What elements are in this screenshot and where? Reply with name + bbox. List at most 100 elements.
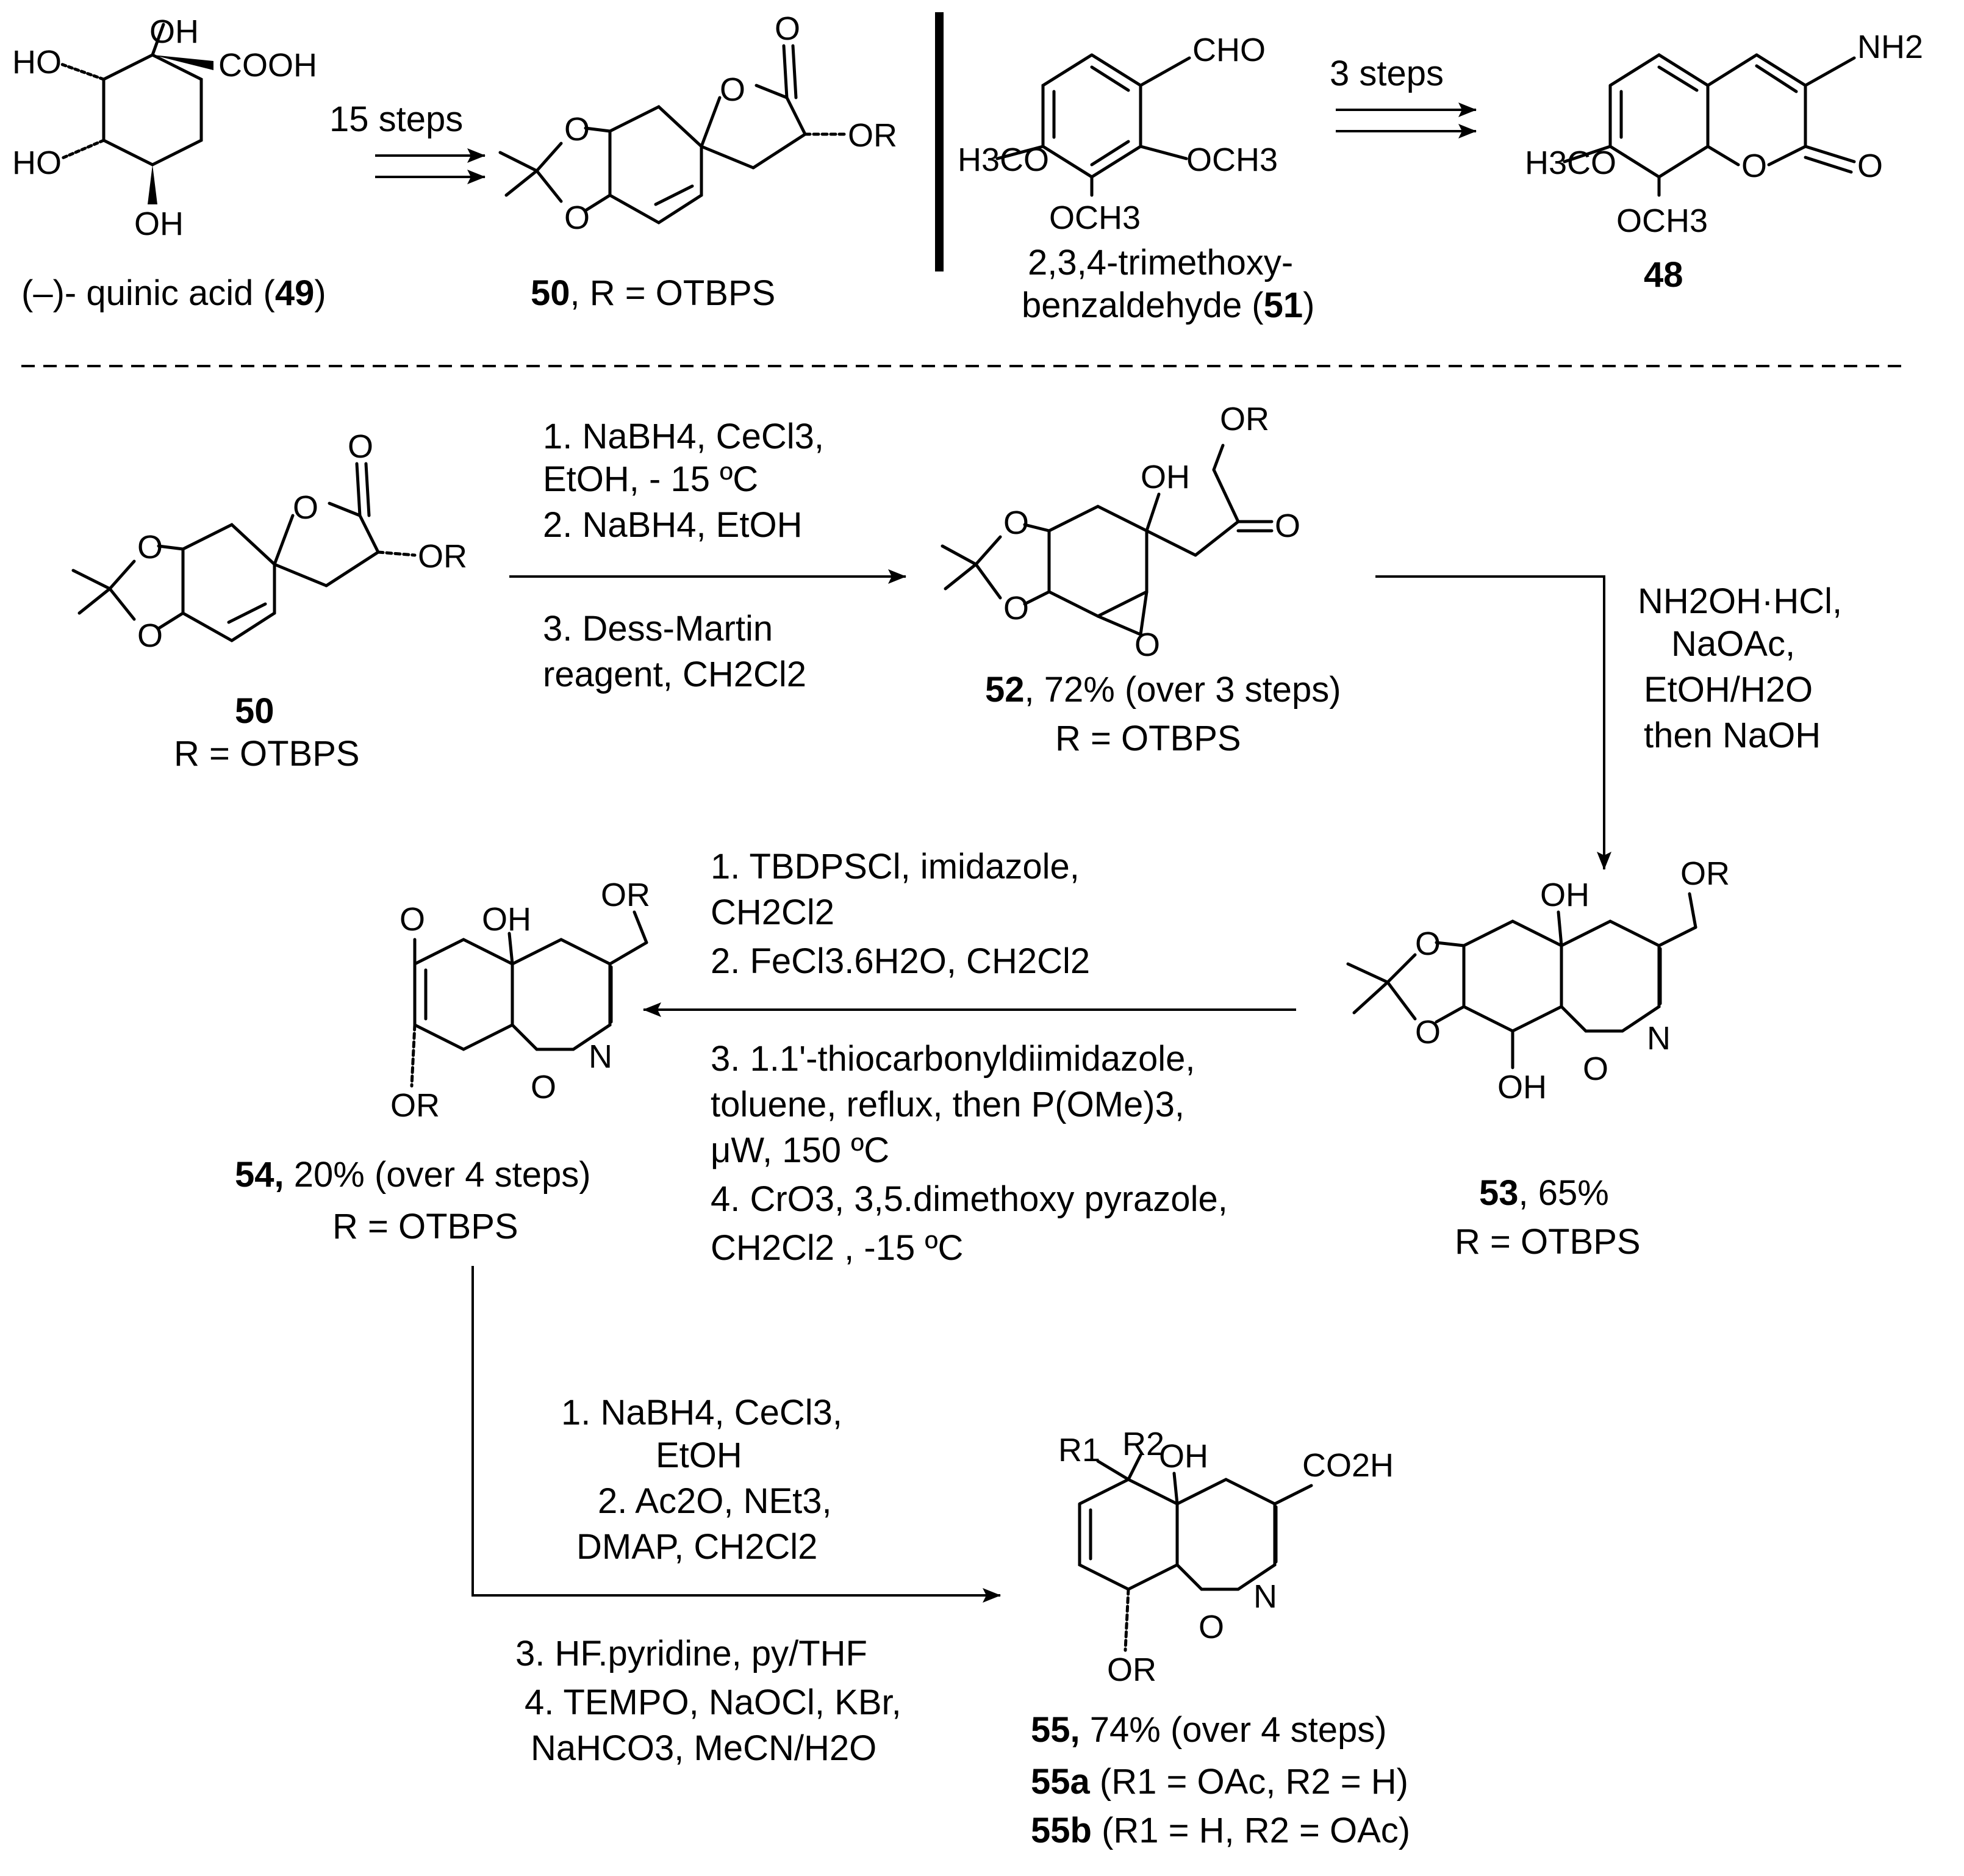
cond-52-line5: reagent, CH2Cl2 xyxy=(543,655,806,694)
compound-55a-label: 55a (R1 = OAc, R2 = H) xyxy=(1031,1762,1408,1802)
c53-atom-or: OR xyxy=(1680,855,1730,892)
compound-55b-label: 55b (R1 = H, R2 = OAc) xyxy=(1031,1811,1410,1850)
compound-48-structure: NH2 H3CO O O OCH3 xyxy=(1525,29,1923,239)
ald-atom-h3co: H3CO xyxy=(958,142,1049,178)
compound-54-label: 54, 20% (over 4 steps) xyxy=(235,1155,591,1195)
compound-53-label: 53, 65% xyxy=(1479,1173,1609,1213)
cond-54-line8: CH2Cl2 , -15 ºC xyxy=(711,1228,963,1268)
cond-52-line1: 1. NaBH4, CeCl3, xyxy=(543,417,824,456)
compound-54-r-label: R = OTBPS xyxy=(332,1207,518,1246)
cond-53-line1: NH2OH·HCl, xyxy=(1638,581,1842,621)
quinic-atom-oh1: OH xyxy=(149,13,199,50)
c54-atom-or-bottom: OR xyxy=(390,1087,440,1124)
cond-52-line3: 2. NaBH4, EtOH xyxy=(543,505,802,545)
step-label-3: 3 steps xyxy=(1330,54,1444,93)
c50top-atom-o4: O xyxy=(564,199,590,236)
aldehyde-name-line1: 2,3,4-trimethoxy- xyxy=(1028,243,1293,282)
c50-atom-o4: O xyxy=(137,617,163,654)
compound-52-r-label: R = OTBPS xyxy=(1055,719,1241,758)
c52-atom-o-epoxide: O xyxy=(1134,627,1160,663)
cond-54-line7: 4. CrO3, 3,5.dimethoxy pyrazole, xyxy=(711,1179,1228,1219)
c50-atom-o2: O xyxy=(293,489,318,526)
cond-52-line2: EtOH, - 15 ºC xyxy=(543,459,758,499)
cond-54-line5: toluene, reflux, then P(OMe)3, xyxy=(711,1085,1184,1124)
cond-54-line4: 3. 1.1'-thiocarbonyldiimidazole, xyxy=(711,1039,1195,1079)
compound-48-label: 48 xyxy=(1644,255,1683,295)
compound-52-structure: OR OH O O O O xyxy=(941,401,1300,663)
c52-atom-oh: OH xyxy=(1141,459,1190,495)
c53-atom-o1: O xyxy=(1415,925,1441,962)
cond-55-line7: NaHCO3, MeCN/H2O xyxy=(531,1728,876,1768)
compound-50-structure: O O O O OR xyxy=(71,428,467,654)
c55-atom-or: OR xyxy=(1107,1651,1156,1688)
compound-50-top-label: 50, R = OTBPS xyxy=(531,273,775,313)
c50top-atom-or: OR xyxy=(848,117,897,154)
c48-atom-nh2: NH2 xyxy=(1857,29,1923,65)
c52-atom-or: OR xyxy=(1220,401,1269,437)
cond-55-line6: 4. TEMPO, NaOCl, KBr, xyxy=(525,1683,901,1722)
compound-52-label: 52, 72% (over 3 steps) xyxy=(985,670,1341,710)
ald-atom-cho: CHO xyxy=(1192,32,1266,68)
c52-atom-o2: O xyxy=(1003,590,1029,627)
cond-55-line1: 1. NaBH4, CeCl3, xyxy=(561,1393,842,1432)
c50top-atom-o3: O xyxy=(564,111,590,148)
c50top-atom-o1: O xyxy=(775,10,800,47)
compound-55-structure: R1 R2 OH CO2H N O OR xyxy=(1058,1426,1394,1688)
quinic-atom-oh2: OH xyxy=(134,206,184,242)
c52-atom-o-ketone: O xyxy=(1275,508,1300,544)
compound-54-structure: O OH OR N O OR xyxy=(390,877,650,1124)
c55-atom-n: N xyxy=(1253,1578,1277,1615)
c54-atom-o-ketone: O xyxy=(400,901,425,938)
aldehyde-name-line2: benzaldehyde (51) xyxy=(1022,286,1314,325)
c48-atom-h3co: H3CO xyxy=(1525,145,1616,181)
cond-53-line3: EtOH/H2O xyxy=(1644,670,1813,710)
c48-atom-o-carbonyl: O xyxy=(1857,148,1883,184)
c54-atom-n: N xyxy=(589,1038,612,1075)
compound-50-r-label: R = OTBPS xyxy=(174,734,360,774)
cond-54-line1: 1. TBDPSCl, imidazole, xyxy=(711,847,1080,886)
cond-53-line2: NaOAc, xyxy=(1671,624,1795,664)
cond-55-line2: EtOH xyxy=(656,1436,742,1475)
cond-55-line5: 3. HF.pyridine, py/THF xyxy=(515,1634,867,1673)
c53-atom-o-ring: O xyxy=(1583,1051,1608,1087)
c53-atom-o2: O xyxy=(1415,1014,1441,1051)
c50-atom-o1: O xyxy=(348,428,373,465)
arrow-52-to-53 xyxy=(1375,575,1611,870)
quinic-acid-structure: HO OH COOH HO OH xyxy=(12,13,317,242)
cond-54-line3: 2. FeCl3.6H2O, CH2Cl2 xyxy=(711,941,1090,981)
c50-atom-o3: O xyxy=(137,529,163,566)
compound-55-label: 55, 74% (over 4 steps) xyxy=(1031,1710,1387,1750)
c50top-atom-o2: O xyxy=(720,71,745,108)
c55-atom-oh: OH xyxy=(1159,1438,1208,1475)
ald-atom-och3-b: OCH3 xyxy=(1049,199,1141,236)
compound-53-r-label: R = OTBPS xyxy=(1455,1222,1641,1262)
quinic-atom-cooh: COOH xyxy=(218,47,317,84)
c55-atom-r1: R1 xyxy=(1058,1432,1100,1468)
c48-atom-o-ring: O xyxy=(1741,148,1767,184)
cond-53-line4: then NaOH xyxy=(1644,716,1821,755)
c55-atom-r2: R2 xyxy=(1122,1426,1164,1462)
c50-atom-or: OR xyxy=(418,538,467,575)
compound-53-structure: OH OR O O N O OH xyxy=(1346,855,1730,1105)
c52-atom-o1: O xyxy=(1003,505,1029,541)
c54-atom-o-ring: O xyxy=(531,1069,556,1105)
c53-atom-oh-bottom: OH xyxy=(1497,1069,1547,1105)
c48-atom-och3: OCH3 xyxy=(1616,203,1708,239)
c54-atom-or-top: OR xyxy=(601,877,650,913)
trimethoxybenzaldehyde-structure: CHO H3CO OCH3 OCH3 xyxy=(958,32,1278,236)
c53-atom-n: N xyxy=(1647,1020,1671,1057)
cond-55-line3: 2. Ac2O, NEt3, xyxy=(598,1481,832,1521)
quinic-atom-ho1: HO xyxy=(12,44,62,81)
c53-atom-oh-top: OH xyxy=(1540,877,1589,913)
cond-54-line2: CH2Cl2 xyxy=(711,893,834,932)
c55-atom-o-ring: O xyxy=(1199,1609,1224,1645)
cond-54-line6: μW, 150 ºC xyxy=(711,1130,889,1170)
cond-52-line4: 3. Dess-Martin xyxy=(543,609,773,649)
cond-55-line4: DMAP, CH2Cl2 xyxy=(576,1527,817,1567)
arrow-54-to-55 xyxy=(471,1266,1001,1603)
c55-atom-co2h: CO2H xyxy=(1302,1447,1394,1484)
c54-atom-oh: OH xyxy=(482,901,531,938)
quinic-atom-ho2: HO xyxy=(12,145,62,181)
ald-atom-och3-a: OCH3 xyxy=(1186,142,1278,178)
